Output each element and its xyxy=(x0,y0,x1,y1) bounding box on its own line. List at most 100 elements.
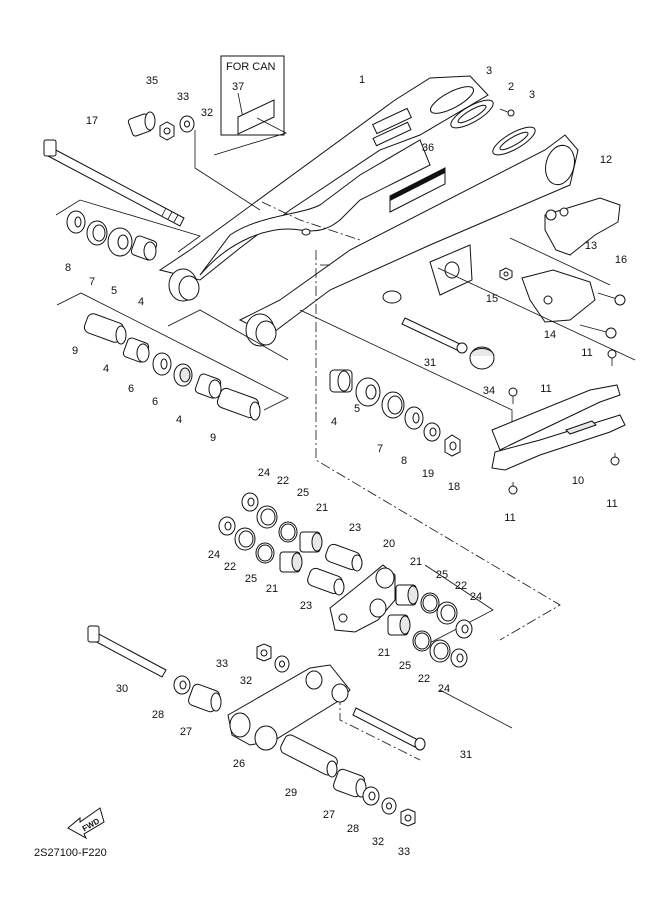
bearing-21-c xyxy=(395,584,419,606)
ring-25-b xyxy=(255,542,275,564)
bearing-4-mid-a xyxy=(122,337,150,363)
callout-26: 26 xyxy=(233,758,245,770)
callout-6: 6 xyxy=(128,383,134,395)
callout-18: 18 xyxy=(448,481,460,493)
collar-23-a xyxy=(325,543,363,572)
shaft-31-lower xyxy=(352,707,426,751)
callout-11: 11 xyxy=(504,512,515,524)
pivot-shaft-17 xyxy=(43,139,185,227)
callout-5: 5 xyxy=(111,285,117,297)
bushing-9-left xyxy=(83,313,127,345)
bearing-4-mid-b xyxy=(194,373,222,399)
oil-seal-7-right xyxy=(381,391,405,419)
callout-25: 25 xyxy=(399,660,411,672)
callout-8: 8 xyxy=(65,262,71,274)
chain-guide-slot xyxy=(382,290,402,304)
seal-24-a xyxy=(241,492,259,512)
callout-33: 33 xyxy=(177,91,189,103)
collar-27-a xyxy=(187,683,222,713)
ring-25-a xyxy=(278,521,298,543)
callout-6: 6 xyxy=(152,396,158,408)
nut-15 xyxy=(499,267,513,281)
cap-34 xyxy=(469,346,495,370)
seal-22-c xyxy=(436,601,458,625)
relay-bearings xyxy=(218,492,473,668)
bearing-21-b xyxy=(279,551,303,573)
left-pivot-bearings xyxy=(66,210,158,261)
callout-36: 36 xyxy=(422,142,434,154)
seal-22-d xyxy=(429,639,451,663)
callout-25: 25 xyxy=(297,487,309,499)
callout-16: 16 xyxy=(615,254,627,266)
callout-24: 24 xyxy=(438,683,450,695)
callout-9: 9 xyxy=(72,345,78,357)
callout-1: 1 xyxy=(359,74,365,86)
bearing-21-d xyxy=(387,614,411,636)
callout-32: 32 xyxy=(240,675,252,687)
callout-13: 13 xyxy=(585,240,597,252)
callout-4: 4 xyxy=(103,363,109,375)
callout-19: 19 xyxy=(422,468,434,480)
callout-4: 4 xyxy=(331,416,337,428)
callout-21: 21 xyxy=(316,502,328,514)
callout-2: 2 xyxy=(508,81,514,93)
warning-label-36 xyxy=(389,167,446,213)
callout-22: 22 xyxy=(224,561,236,573)
callout-23: 23 xyxy=(349,522,361,534)
callout-34: 34 xyxy=(483,385,495,397)
collar-27-b xyxy=(332,768,367,798)
seal-24-b xyxy=(218,516,236,536)
seal-8-left xyxy=(66,210,86,234)
nut-33-bottom xyxy=(400,808,416,827)
callout-14: 14 xyxy=(544,329,556,341)
callout-35: 35 xyxy=(146,75,158,87)
callout-11: 11 xyxy=(606,498,617,510)
callout-7: 7 xyxy=(377,443,383,455)
bolt-14 xyxy=(579,324,617,339)
callout-10: 10 xyxy=(572,475,584,487)
callout-32: 32 xyxy=(201,107,213,119)
washer-32-top xyxy=(179,115,195,133)
callout-33: 33 xyxy=(216,658,228,670)
callout-21: 21 xyxy=(266,583,278,595)
callout-3: 3 xyxy=(529,89,535,101)
ring-25-d xyxy=(412,630,432,652)
callout-15: 15 xyxy=(486,293,498,305)
callout-labels: 1233353332173612131615148754946649313411… xyxy=(65,65,627,858)
callout-28: 28 xyxy=(347,823,359,835)
bolt-2 xyxy=(499,108,515,117)
callout-21: 21 xyxy=(410,556,422,568)
callout-24: 24 xyxy=(208,549,220,561)
bolt-30 xyxy=(87,625,167,678)
callout-27: 27 xyxy=(323,809,335,821)
middle-pivot-parts xyxy=(83,313,261,421)
chain-support-10 xyxy=(491,384,626,471)
collar-35 xyxy=(127,111,156,137)
bolt-16 xyxy=(597,292,626,306)
callout-8: 8 xyxy=(401,455,407,467)
chain-adjuster-plates xyxy=(450,99,536,156)
callout-27: 27 xyxy=(180,726,192,738)
callout-30: 30 xyxy=(116,683,128,695)
pivot-top-parts xyxy=(127,111,261,211)
nut-33-top xyxy=(159,121,175,141)
ring-25-c xyxy=(420,592,440,614)
chain-guide-12 xyxy=(544,197,621,256)
connecting-rod-26 xyxy=(227,664,351,751)
right-pivot-bearings xyxy=(329,369,461,457)
washer-32-mid xyxy=(274,655,290,673)
relay-arm-20 xyxy=(329,564,396,633)
callout-5: 5 xyxy=(354,403,360,415)
bolt-11-b xyxy=(508,387,518,404)
callout-20: 20 xyxy=(383,538,395,550)
seal-6-a xyxy=(152,352,172,376)
seal-6-b xyxy=(173,363,193,387)
bolt-11-c xyxy=(508,482,518,495)
forward-arrow-icon: FWD xyxy=(67,807,105,840)
nut-18 xyxy=(444,434,461,457)
callout-23: 23 xyxy=(300,600,312,612)
seal-24-c xyxy=(455,619,473,639)
callout-12: 12 xyxy=(600,154,612,166)
seal-8-right xyxy=(404,406,424,430)
